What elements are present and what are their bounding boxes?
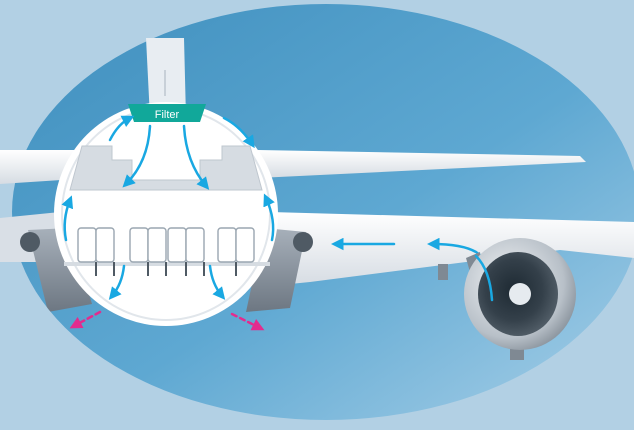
filter-label: Filter (155, 109, 180, 121)
seat (78, 228, 96, 262)
seat (186, 228, 204, 262)
seat (236, 228, 254, 262)
wing-root-pod-left (20, 232, 40, 252)
seat-rows (78, 228, 254, 262)
seat (96, 228, 114, 262)
filter-icon: Filter (128, 104, 206, 122)
seat (130, 228, 148, 262)
seat (168, 228, 186, 262)
seat (218, 228, 236, 262)
wing-root-pod-right (293, 232, 313, 252)
seat (148, 228, 166, 262)
